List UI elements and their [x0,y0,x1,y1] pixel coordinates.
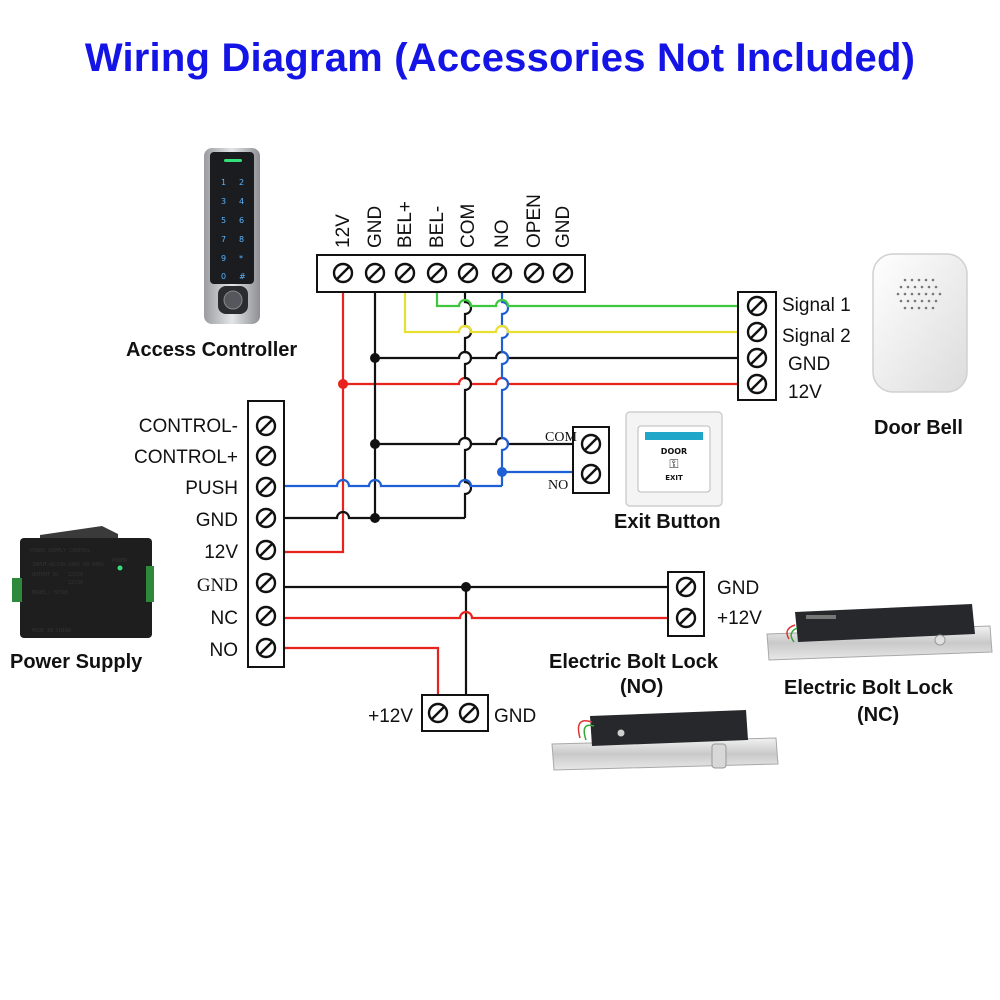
junction-black-gnd-1 [370,353,380,363]
bolt-nc-terminal-gnd: GND [717,578,759,599]
keypad-key: 5 [221,216,226,225]
exit-button-device: DOOR ⚿ EXIT [625,411,723,507]
psu-terminal-push: PUSH [185,478,238,499]
bolt-nc-label-line1: Electric Bolt Lock [784,677,954,699]
psu-terminal-12v: 12V [204,542,238,563]
svg-text:12V3A: 12V3A [68,580,83,586]
bolt-nc-label-line2: (NC) [857,704,899,726]
wire-green-bel-minus [435,270,738,308]
bolt-no-label-line2: (NO) [620,676,663,698]
wire-blue-no [500,270,510,486]
psu-terminal-gnd-2: GND [197,575,238,596]
keypad-key: # [239,272,246,281]
bolt-lock-no-device [551,710,779,771]
psu-terminal-nc: NC [211,608,238,629]
keypad-key: * [239,254,243,263]
svg-text:INPUT:AC100-240V 50-60Hz: INPUT:AC100-240V 50-60Hz [32,562,104,568]
terminal-gnd-2: GND [553,206,574,248]
key-icon: ⚿ [669,457,678,471]
wire-red-12v-to-psu [283,384,345,554]
terminal-bel-plus: BEL+ [395,201,416,248]
bolt-lock-nc-device [766,604,993,661]
bolt-no-terminal-gnd: GND [494,706,536,727]
exit-terminal-com: COM [545,430,577,445]
bell-terminal-12v: 12V [788,382,822,403]
wire-black-com [463,270,473,518]
psu-terminal-gnd: GND [196,510,238,531]
keypad-key: 9 [221,254,226,263]
bell-terminal-signal-1: Signal 1 [782,295,851,316]
power-supply-terminal-block: CONTROL- CONTROL+ PUSH GND 12V GND NC NO [134,400,285,668]
bolt-no-terminal-12v: +12V [368,706,413,727]
keypad-key: 8 [239,235,244,244]
svg-text:MODEL: YD3A5: MODEL: YD3A5 [32,590,68,596]
access-controller-label: Access Controller [126,339,297,361]
bolt-lock-no-terminal-block: +12V GND [368,694,536,732]
terminal-no: NO [492,220,513,249]
access-controller-device: 1 2 3 4 5 6 7 8 9 * 0 # [204,148,260,324]
junction-black-gnd-3 [370,513,380,523]
wire-black-gnd-to-bell [375,350,738,360]
svg-text:12V5A: 12V5A [68,572,83,578]
wire-black-psu-gnd [283,510,465,520]
junction-blue-no [497,467,507,477]
bolt-nc-terminal-12v: +12V [717,608,762,629]
access-controller-terminal-block: 12V GND BEL+ BEL- COM NO OPEN GND [316,194,586,293]
terminal-com: COM [458,204,479,248]
svg-text:POWER: POWER [112,558,128,564]
keypad-key: 4 [239,197,244,206]
svg-text:MADE IN CHINA: MADE IN CHINA [32,628,71,634]
keypad-key: 3 [221,197,226,206]
terminal-open: OPEN [524,194,545,248]
door-bell-terminal-block: Signal 1 Signal 2 GND 12V [737,291,851,403]
exit-terminal-no: NO [548,478,568,493]
keypad-key: 6 [239,216,244,225]
wire-red-no [283,646,440,695]
terminal-gnd: GND [365,206,386,248]
exit-door-text: DOOR [661,447,687,456]
psu-terminal-no: NO [210,640,239,661]
psu-terminal-control-minus: CONTROL- [139,416,238,437]
junction-black-gnd-2 [370,439,380,449]
controller-terminal-screws [332,262,574,284]
door-bell-device [872,253,968,393]
svg-text:OUTPUT DC: OUTPUT DC [32,572,59,578]
keypad-key: 1 [221,178,226,187]
junction-red-12v [338,379,348,389]
diagram-title: Wiring Diagram (Accessories Not Included… [84,36,916,80]
bell-terminal-signal-2: Signal 2 [782,326,851,347]
keypad-key: 0 [221,272,226,281]
terminal-12v: 12V [333,214,354,248]
wire-blue-push [283,478,502,488]
keypad-key: 7 [221,235,226,244]
power-supply-device: POWER SUPPLY CONTROL INPUT:AC100-240V 50… [12,526,154,638]
exit-button-label: Exit Button [614,511,721,533]
bell-terminal-gnd: GND [788,354,830,375]
keypad-key: 2 [239,178,244,187]
exit-button-terminal-block: COM NO [545,426,610,494]
psu-terminal-control-plus: CONTROL+ [134,447,238,468]
bolt-no-label-line1: Electric Bolt Lock [549,651,719,673]
terminal-bel-minus: BEL- [427,206,448,248]
exit-exit-text: EXIT [665,474,683,482]
power-supply-label: Power Supply [10,651,143,673]
door-bell-label: Door Bell [874,417,963,439]
bolt-lock-nc-terminal-block: GND +12V [667,571,762,637]
wire-red-nc [283,610,668,620]
wires [283,270,738,695]
svg-text:POWER SUPPLY CONTROL: POWER SUPPLY CONTROL [30,548,90,554]
wire-yellow-bel-plus [403,270,738,334]
wire-red-12v-to-bell [343,376,738,386]
